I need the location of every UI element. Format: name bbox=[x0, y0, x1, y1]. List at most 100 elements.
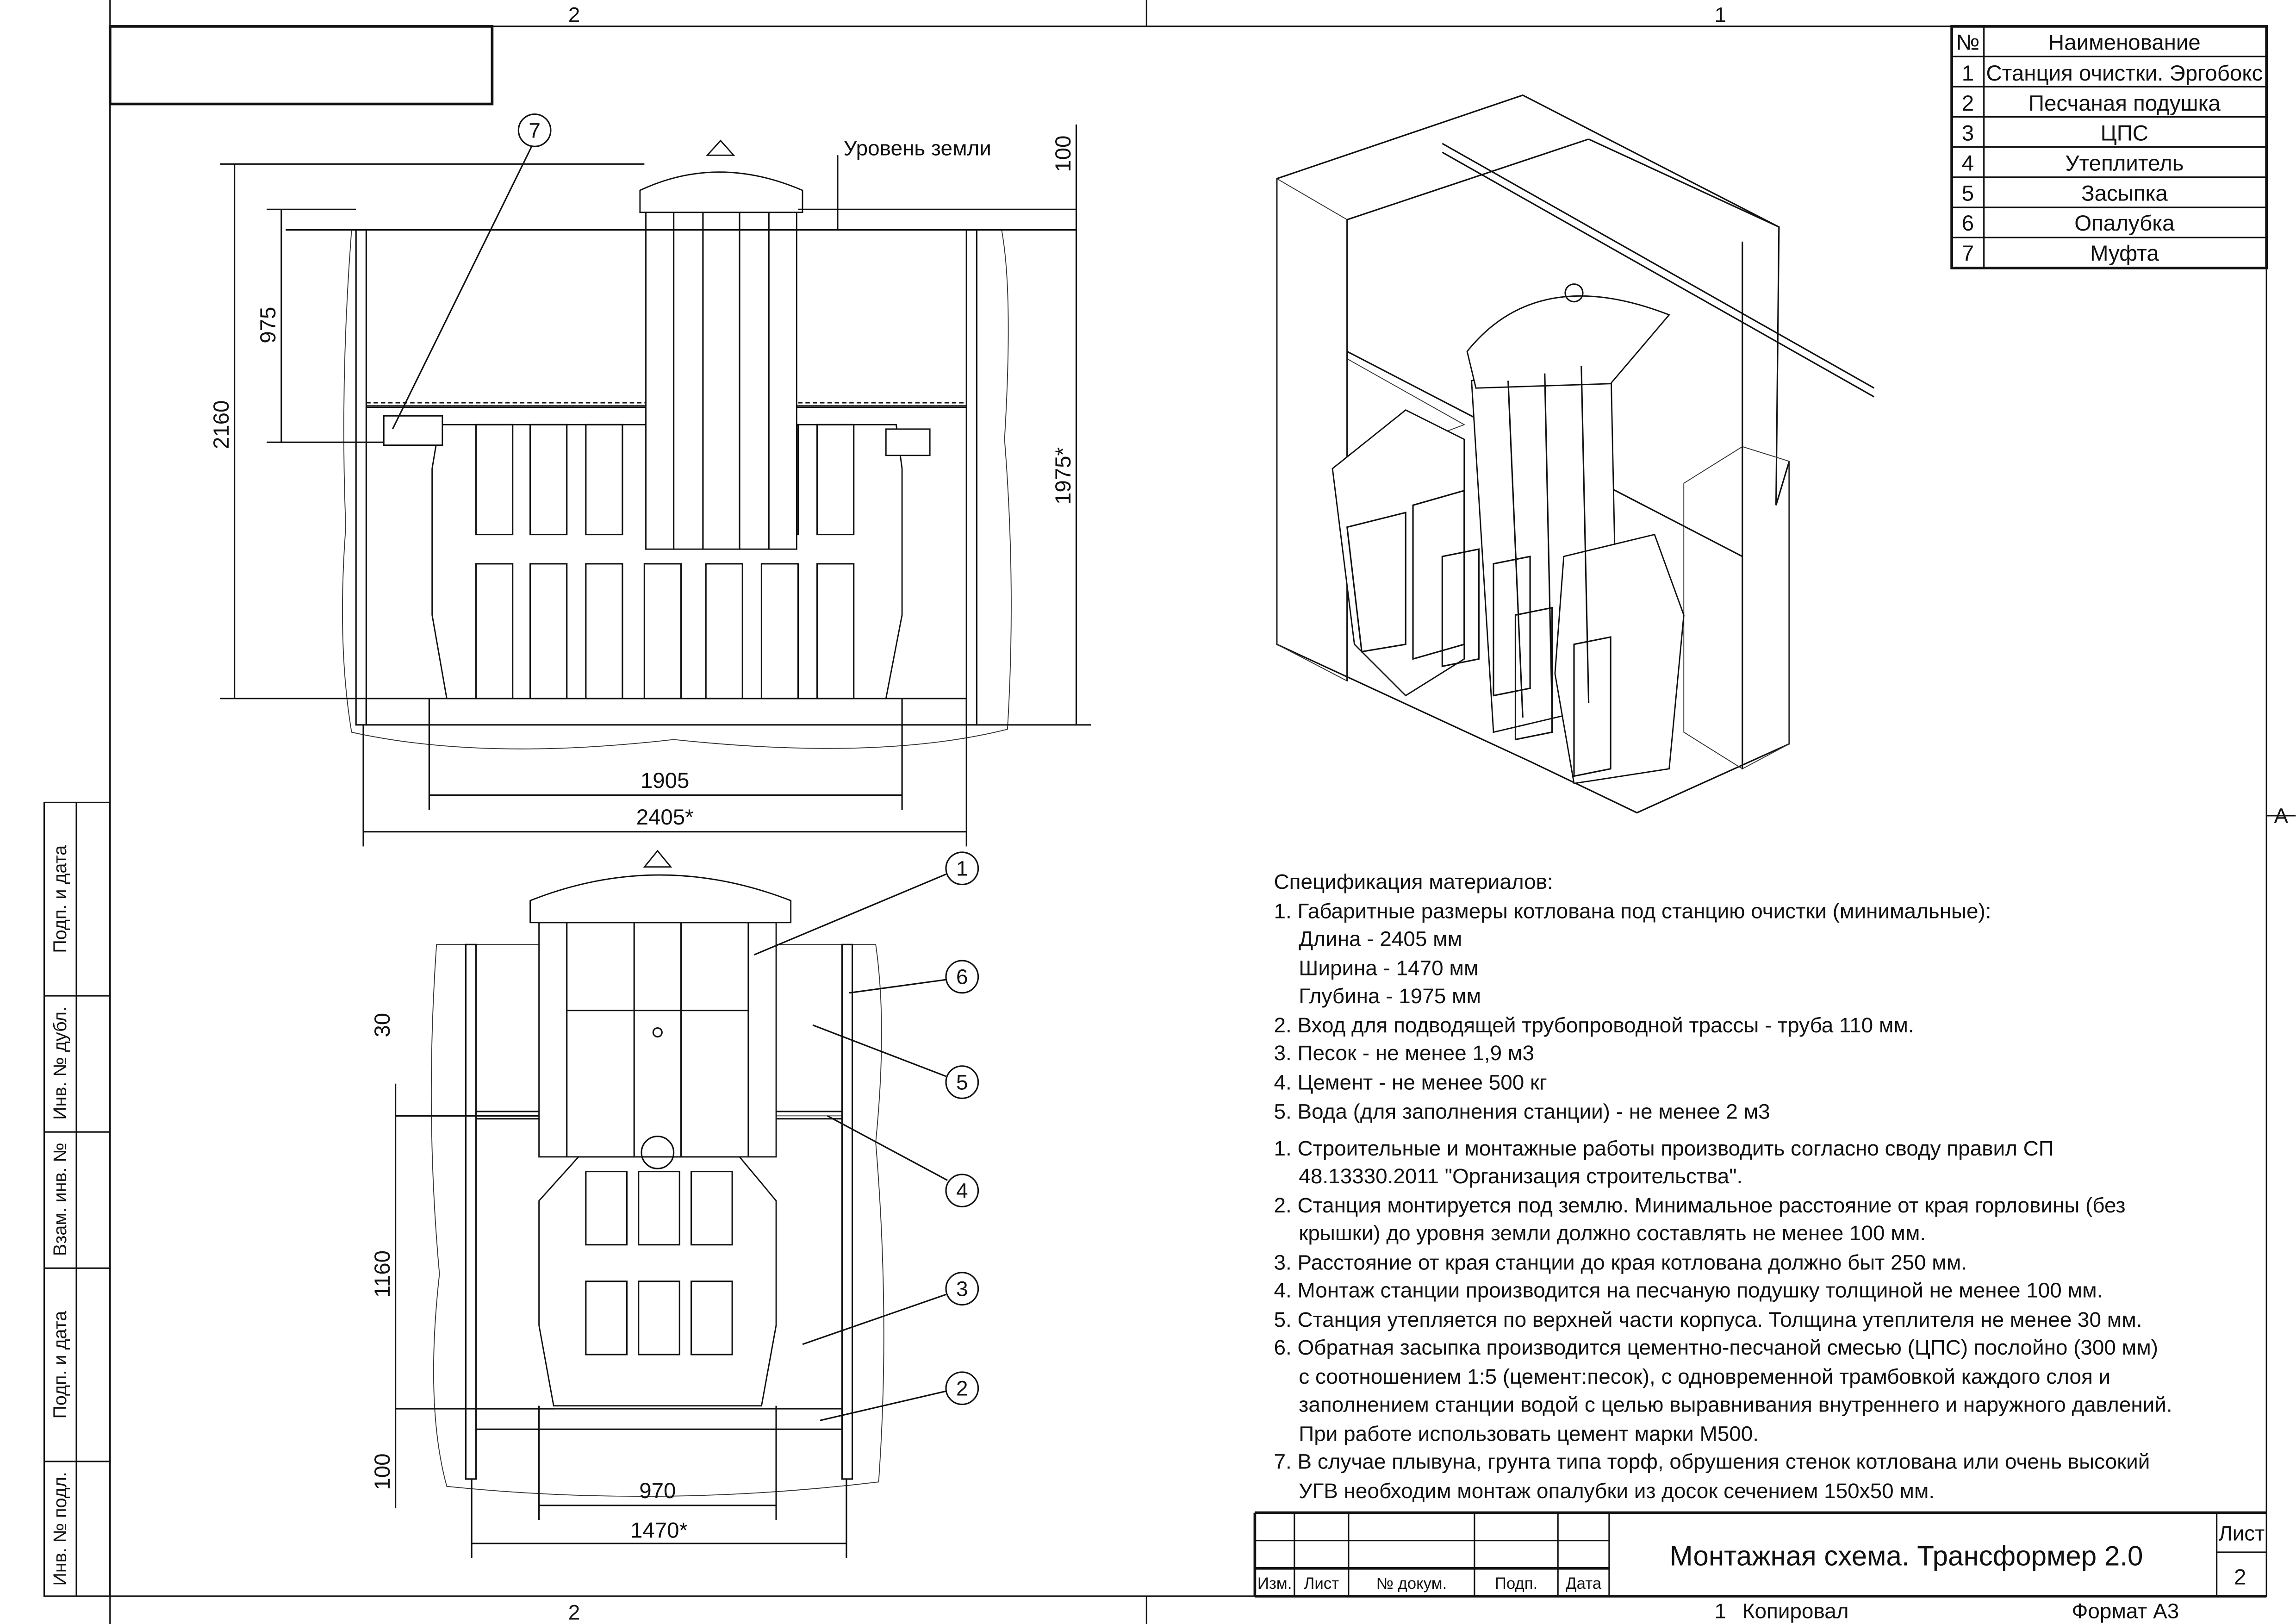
parts-row: 4 Утеплитель bbox=[1962, 151, 2184, 176]
callout-5: 5 bbox=[812, 1024, 979, 1099]
copied-mark: 1 bbox=[1715, 1599, 1727, 1623]
svg-text:2: 2 bbox=[956, 1376, 968, 1400]
dim-label: 1905 bbox=[641, 768, 690, 793]
parts-row: 2 Песчаная подушка bbox=[1962, 91, 2221, 116]
note-line: 6. Обратная засыпка производится цементн… bbox=[1274, 1335, 2158, 1359]
formwork-left bbox=[465, 943, 477, 1480]
ground-level-label: Уровень земли bbox=[844, 136, 991, 160]
drawing-title: Монтажная схема. Трансформер 2.0 bbox=[1670, 1540, 2143, 1571]
front-section-view: Уровень земли 2160 975 100 1975* 1905 24… bbox=[209, 113, 1091, 847]
note-line: заполнением станции водой с целью выравн… bbox=[1299, 1392, 2172, 1416]
formwork-left bbox=[355, 229, 367, 726]
spec-line: Длина - 2405 мм bbox=[1299, 926, 1462, 950]
station-lid bbox=[529, 874, 792, 924]
parts-row: 5 Засыпка bbox=[1962, 181, 2168, 206]
parts-row: 7 Муфта bbox=[1962, 241, 2159, 266]
stamp-label: Взам. инв. № bbox=[50, 1143, 70, 1256]
svg-text:1: 1 bbox=[956, 856, 968, 881]
svg-text:Засыпка: Засыпка bbox=[2081, 181, 2168, 206]
stamp-label: Инв. № дубл. bbox=[50, 1006, 70, 1120]
callout-4: 4 bbox=[827, 1115, 979, 1208]
sand-cushion bbox=[475, 1408, 843, 1430]
side-section-view: 30 1160 100 970 1470* 1 6 5 4 3 2 bbox=[370, 849, 979, 1558]
callout-3: 3 bbox=[802, 1272, 979, 1345]
title-block: Изм. Лист № докум. Подп. Дата Монтажная … bbox=[1253, 1511, 2267, 1623]
svg-text:4: 4 bbox=[1962, 151, 1974, 176]
formwork-right bbox=[841, 943, 853, 1480]
callout-6: 6 bbox=[849, 960, 979, 994]
dim-label: 1975* bbox=[1051, 447, 1076, 505]
top-left-stamp-box bbox=[108, 25, 494, 106]
title-col: № докум. bbox=[1376, 1575, 1447, 1593]
note-line: 48.13330.2011 "Организация строительства… bbox=[1299, 1164, 1742, 1188]
title-col: Подп. bbox=[1495, 1575, 1537, 1593]
iso-station-chamber bbox=[1332, 409, 1465, 697]
side-stamp: Подп. и дата Инв. № дубл. Взам. инв. № П… bbox=[43, 801, 111, 1597]
title-col: Изм. bbox=[1257, 1575, 1292, 1593]
spec-line: 3. Песок - не менее 1,9 м3 bbox=[1274, 1041, 1534, 1065]
svg-text:ЦПС: ЦПС bbox=[2101, 121, 2148, 146]
dim-label: 2405* bbox=[636, 805, 694, 830]
dim-label: 100 bbox=[370, 1453, 395, 1490]
svg-text:Муфта: Муфта bbox=[2090, 241, 2159, 266]
callout-bubble bbox=[517, 113, 552, 147]
svg-text:5: 5 bbox=[1962, 181, 1974, 206]
svg-text:7: 7 bbox=[1962, 241, 1974, 266]
note-line: с соотношением 1:5 (цемент:песок), с одн… bbox=[1299, 1364, 2110, 1388]
dim-label: 30 bbox=[370, 1013, 395, 1037]
callout-1: 1 bbox=[753, 851, 979, 956]
dim-label: 2160 bbox=[209, 400, 234, 450]
spec-line: Глубина - 1975 мм bbox=[1299, 984, 1481, 1008]
note-line: При работе использовать цемент марки М50… bbox=[1299, 1422, 1759, 1446]
svg-text:1: 1 bbox=[1962, 61, 1974, 86]
lid-handle bbox=[706, 139, 735, 156]
svg-text:Утеплитель: Утеплитель bbox=[2065, 151, 2184, 176]
note-line: 5. Станция утепляется по верхней части к… bbox=[1274, 1307, 2142, 1331]
spec-line: 2. Вход для подводящей трубопроводной тр… bbox=[1274, 1013, 1914, 1037]
iso-station-lid bbox=[1466, 295, 1670, 389]
station-neck bbox=[645, 212, 797, 550]
iso-station-chamber bbox=[1554, 533, 1685, 784]
dim-label: 975 bbox=[256, 307, 280, 344]
stamp-label: Инв. № подл. bbox=[50, 1472, 70, 1586]
isometric-view bbox=[1276, 94, 1875, 814]
svg-text:Станция очистки. Эргобокс: Станция очистки. Эргобокс bbox=[1986, 61, 2263, 86]
formwork-right bbox=[965, 229, 977, 726]
note-line: 7. В случае плывуна, грунта типа торф, о… bbox=[1274, 1449, 2150, 1474]
svg-text:6: 6 bbox=[1962, 211, 1974, 236]
copied-label: Копировал bbox=[1742, 1599, 1849, 1623]
sheet-number: 2 bbox=[2234, 1565, 2246, 1590]
dim-label: 1470* bbox=[630, 1518, 688, 1543]
svg-text:6: 6 bbox=[956, 965, 968, 989]
callout-number: 7 bbox=[529, 118, 541, 142]
spec-line: 5. Вода (для заполнения станции) - не ме… bbox=[1274, 1099, 1770, 1124]
zone-marker: А bbox=[2274, 804, 2289, 828]
note-line: 2. Станция монтируется под землю. Минима… bbox=[1274, 1193, 2126, 1217]
station-neck bbox=[538, 922, 777, 1158]
lid-handle bbox=[643, 849, 672, 868]
dim-label: 1160 bbox=[370, 1250, 395, 1298]
dim-label: 100 bbox=[1051, 136, 1076, 172]
svg-text:3: 3 bbox=[1962, 121, 1974, 146]
zone-marker: 1 bbox=[1715, 2, 1727, 26]
note-line: крышки) до уровня земли должно составлят… bbox=[1299, 1221, 1926, 1245]
note-line: 3. Расстояние от края станции до края ко… bbox=[1274, 1250, 1967, 1274]
specification: Спецификация материалов: 1. Габаритные р… bbox=[1274, 869, 2172, 1503]
zone-marker: 2 bbox=[568, 1600, 580, 1624]
stamp-label: Подп. и дата bbox=[50, 1311, 70, 1419]
svg-text:Песчаная подушка: Песчаная подушка bbox=[2028, 91, 2221, 116]
note-line: 1. Строительные и монтажные работы произ… bbox=[1274, 1136, 2054, 1160]
svg-text:2: 2 bbox=[1962, 91, 1974, 116]
callout-2: 2 bbox=[820, 1371, 979, 1421]
parts-row: 1 Станция очистки. Эргобокс bbox=[1962, 61, 2263, 86]
sand-cushion bbox=[365, 698, 967, 726]
outlet-pipe bbox=[885, 428, 931, 456]
inlet-pipe bbox=[383, 415, 443, 446]
spec-line: 4. Цемент - не менее 500 кг bbox=[1274, 1070, 1547, 1094]
parts-header-number: № bbox=[1956, 31, 1979, 55]
svg-text:4: 4 bbox=[956, 1179, 968, 1203]
spec-line: Ширина - 1470 мм bbox=[1299, 956, 1478, 980]
